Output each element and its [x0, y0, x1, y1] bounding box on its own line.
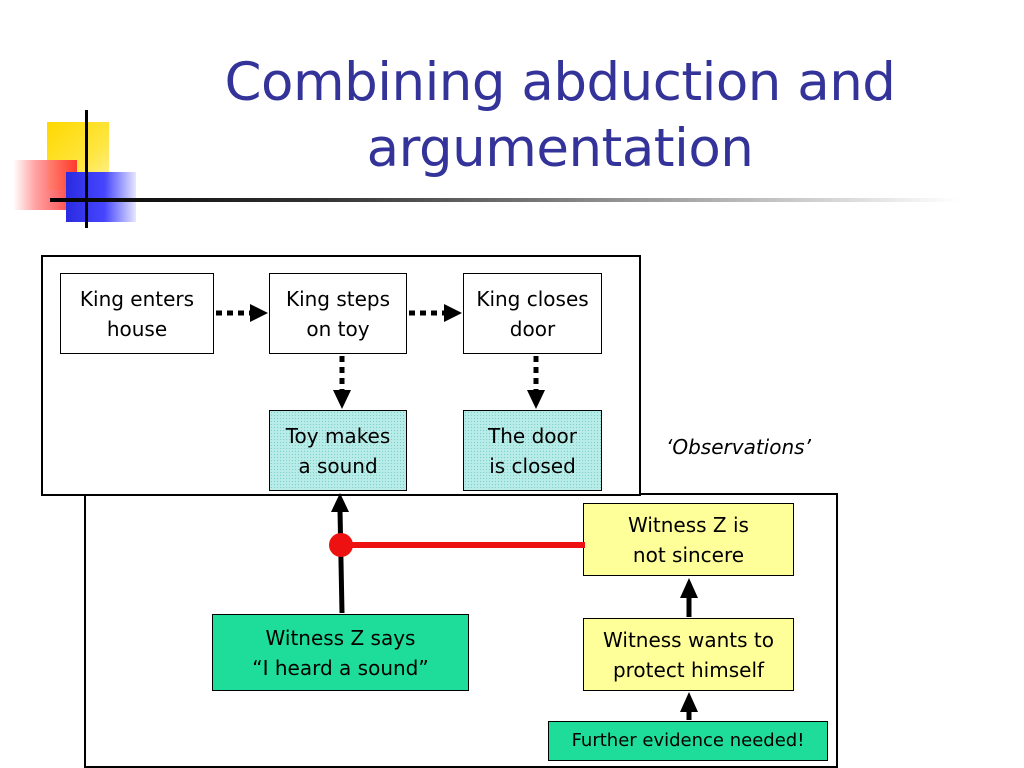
- observations-label: ‘Observations’: [666, 435, 811, 459]
- node-witness-not-sincere: Witness Z is not sincere: [583, 503, 794, 576]
- slide-title: Combining abduction and argumentation: [160, 50, 960, 182]
- node-king-closes-door: King closes door: [463, 273, 602, 354]
- slide-title-line-1: Combining abduction and: [224, 52, 896, 113]
- node-witness-says: Witness Z says “I heard a sound”: [212, 614, 469, 691]
- node-further-evidence: Further evidence needed!: [548, 721, 828, 761]
- node-king-enters-house: King enters house: [60, 273, 214, 354]
- node-witness-protect-himself: Witness wants to protect himself: [583, 618, 794, 691]
- node-king-steps-on-toy: King steps on toy: [269, 273, 407, 354]
- decor-blue-square: [66, 172, 136, 222]
- title-underline: [50, 198, 960, 202]
- slide-title-line-2: argumentation: [366, 118, 754, 179]
- node-toy-makes-sound: Toy makes a sound: [269, 410, 407, 491]
- node-door-is-closed: The door is closed: [463, 410, 602, 491]
- decor-vertical-line: [85, 110, 88, 228]
